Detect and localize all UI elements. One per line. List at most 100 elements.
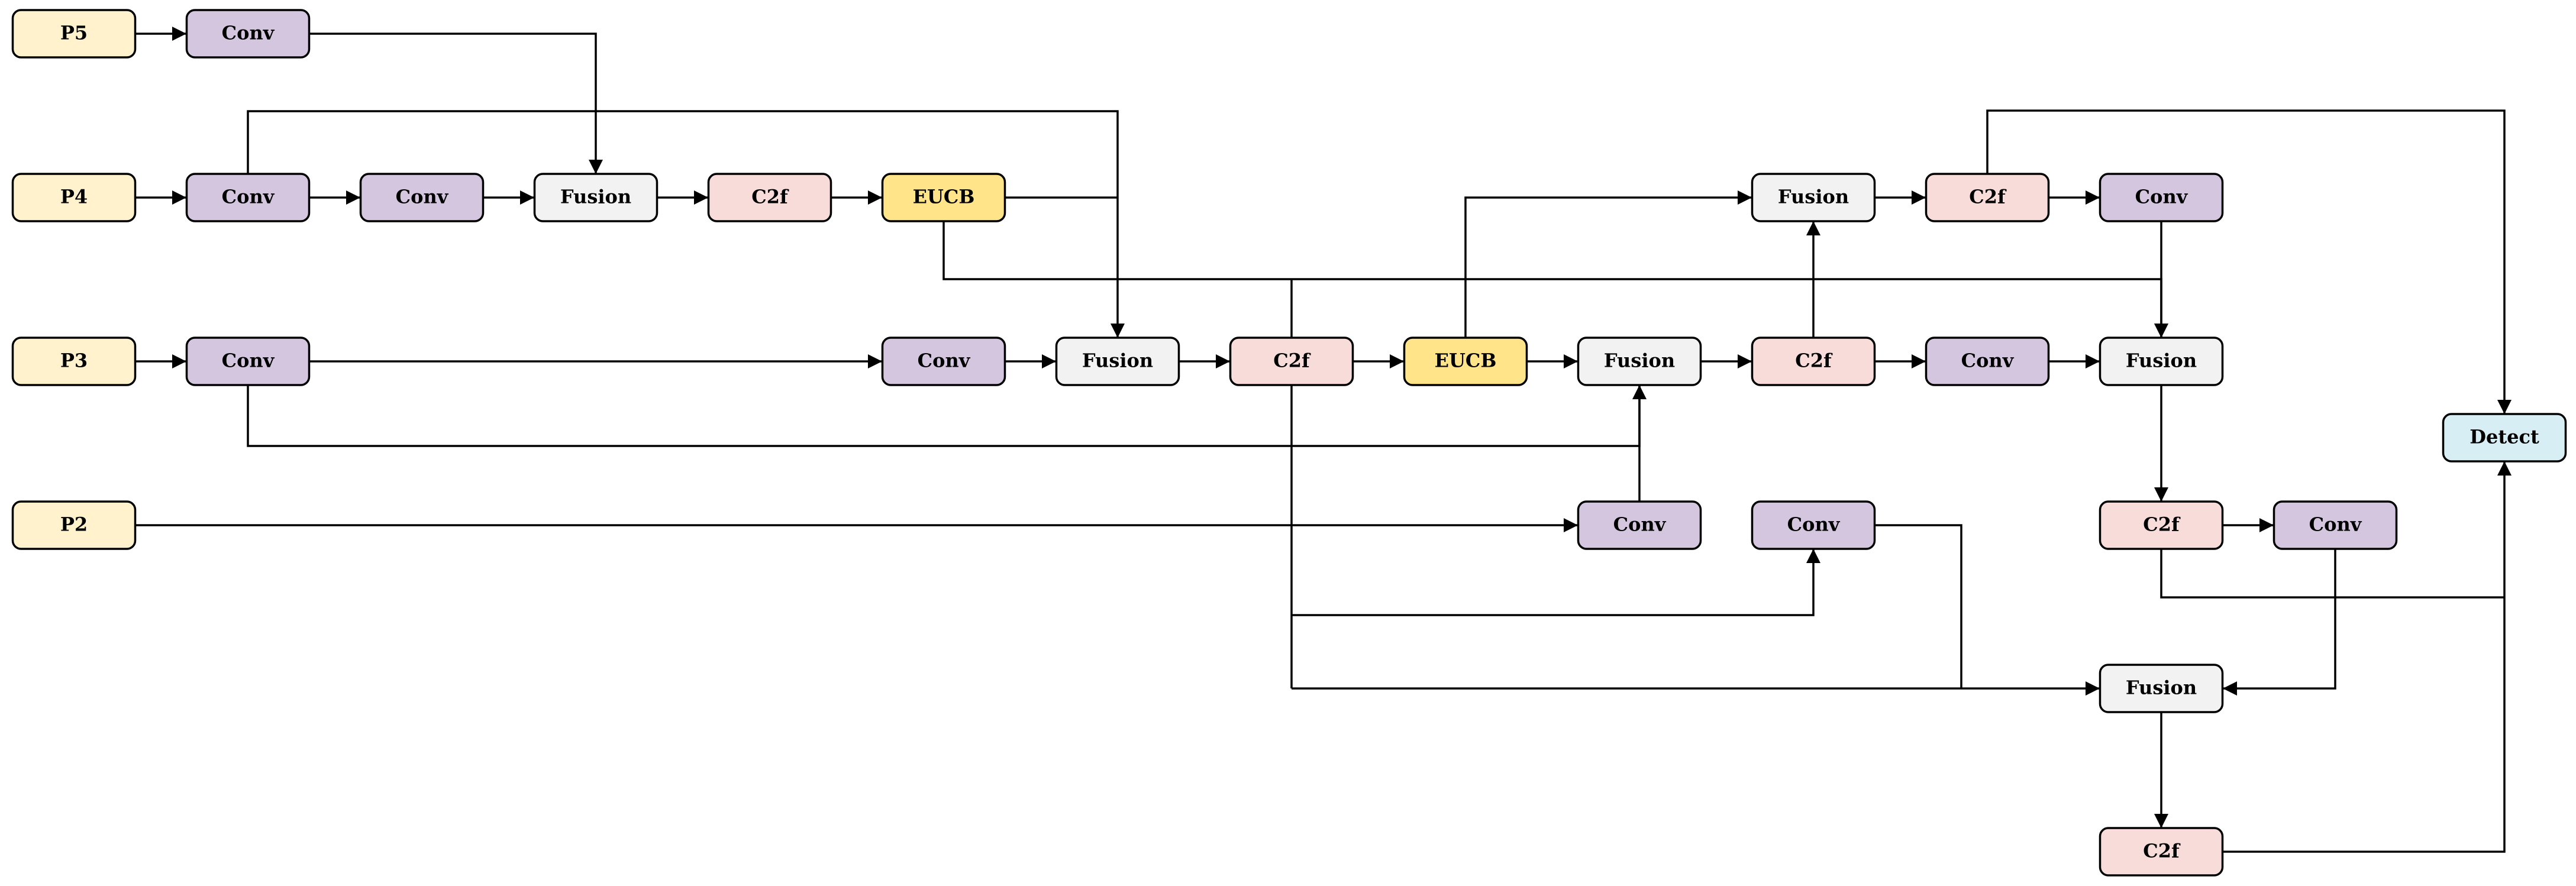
conv-box [2272, 500, 2398, 550]
conv-label: Conv [1787, 513, 1841, 536]
conv-label: Conv [2309, 513, 2362, 536]
fusion-box [1055, 337, 1180, 386]
conv-label: Conv [222, 350, 275, 372]
edge-c2f-p3a-to-conv-p2b [1292, 549, 1820, 616]
node-detect: Detect [2442, 413, 2567, 463]
input-label: P2 [60, 513, 88, 536]
node-conv-p4b: Conv [359, 173, 485, 222]
conv-box [881, 337, 1006, 386]
c2f-label: C2f [2143, 840, 2181, 862]
node-fusion-p3a: Fusion [1055, 337, 1180, 386]
conv-box [2099, 173, 2224, 222]
conv-box [185, 173, 311, 222]
eucb-label: EUCB [1435, 350, 1497, 372]
c2f-label: C2f [2143, 513, 2181, 536]
fusion-label: Fusion [1604, 350, 1675, 372]
c2f-box [2099, 500, 2224, 550]
conv-label: Conv [396, 186, 449, 208]
conv-label: Conv [222, 22, 275, 44]
conv-box [1925, 337, 2050, 386]
conv-box [185, 9, 311, 59]
fusion-box [1577, 337, 1702, 386]
node-c2f-p3b: C2f [1751, 337, 1876, 386]
fusion-label: Fusion [2126, 350, 2197, 372]
c2f-label: C2f [1273, 350, 1311, 372]
node-conv-p3c: Conv [1925, 337, 2050, 386]
c2f-box [1751, 337, 1876, 386]
node-p4: P4 [11, 173, 137, 222]
node-fusion-top: Fusion [1751, 173, 1876, 222]
input-label: P5 [60, 22, 88, 44]
node-p5: P5 [11, 9, 137, 59]
conv-label: Conv [1613, 513, 1667, 536]
input-box [11, 173, 137, 222]
node-conv-p2b: Conv [1751, 500, 1876, 550]
edge-eucb-p3-to-fusion-top [1464, 190, 1752, 338]
edge-c2f-r4-to-detect [2160, 549, 2504, 599]
node-p3: P3 [11, 337, 137, 386]
node-fusion-r5: Fusion [2099, 664, 2224, 713]
fusion-box [2099, 337, 2224, 386]
detect-label: Detect [2470, 426, 2539, 448]
node-fusion-p3c: Fusion [2099, 337, 2224, 386]
eucb-box [1403, 337, 1528, 386]
fusion-label: Fusion [2126, 677, 2197, 699]
edge-conv-r4-to-fusion-r5 [2223, 549, 2336, 696]
node-p2: P2 [11, 500, 137, 550]
fusion-box [2099, 664, 2224, 713]
conv-box [1577, 500, 1702, 550]
input-label: P4 [60, 186, 88, 208]
connection-lines [135, 27, 2512, 853]
node-c2f-top: C2f [1925, 173, 2050, 222]
eucb-box [881, 173, 1006, 222]
node-conv-p3a: Conv [185, 337, 311, 386]
c2f-box [1925, 173, 2050, 222]
node-conv-top: Conv [2099, 173, 2224, 222]
c2f-label: C2f [1795, 350, 1833, 372]
edge-c2f-r6-to-detect [2223, 461, 2512, 853]
node-c2f-p3a: C2f [1229, 337, 1354, 386]
node-fusion-p3b: Fusion [1577, 337, 1702, 386]
input-box [11, 9, 137, 59]
edge-conv-p4a-skip-to-fusion-p3a [247, 110, 1125, 338]
node-conv-p4a: Conv [185, 173, 311, 222]
c2f-label: C2f [751, 186, 789, 208]
node-conv-p3b: Conv [881, 337, 1006, 386]
fusion-label: Fusion [1082, 350, 1153, 372]
node-conv-r4: Conv [2272, 500, 2398, 550]
fusion-box [1751, 173, 1876, 222]
conv-box [359, 173, 485, 222]
edge-conv-p2b-to-fusion-r5 [1875, 524, 1962, 688]
edge-conv-p5-to-fusion-p4 [309, 33, 603, 174]
input-label: P3 [60, 350, 88, 372]
eucb-label: EUCB [913, 186, 975, 208]
c2f-box [1229, 337, 1354, 386]
node-conv-p5: Conv [185, 9, 311, 59]
edge-c2f-top-to-detect [1986, 109, 2512, 414]
conv-box [1751, 500, 1876, 550]
node-eucb-p4: EUCB [881, 173, 1006, 222]
edge-conv-p3a-skip-to-fusion-p3b [247, 385, 1647, 447]
node-c2f-r4: C2f [2099, 500, 2224, 550]
node-eucb-p3: EUCB [1403, 337, 1528, 386]
edge-eucb-p4-to-fusion-p3c [942, 221, 2168, 338]
conv-box [185, 337, 311, 386]
detect-box [2442, 413, 2567, 463]
c2f-box [707, 173, 832, 222]
c2f-box [2099, 827, 2224, 877]
conv-label: Conv [2135, 186, 2188, 208]
fusion-label: Fusion [560, 186, 631, 208]
fusion-box [533, 173, 658, 222]
node-c2f-p4: C2f [707, 173, 832, 222]
node-fusion-p4: Fusion [533, 173, 658, 222]
conv-label: Conv [1961, 350, 2015, 372]
node-c2f-r6: C2f [2099, 827, 2224, 877]
fusion-label: Fusion [1778, 186, 1849, 208]
node-conv-p2a: Conv [1577, 500, 1702, 550]
conv-label: Conv [918, 350, 971, 372]
input-box [11, 337, 137, 386]
conv-label: Conv [222, 186, 275, 208]
c2f-label: C2f [1969, 186, 2007, 208]
